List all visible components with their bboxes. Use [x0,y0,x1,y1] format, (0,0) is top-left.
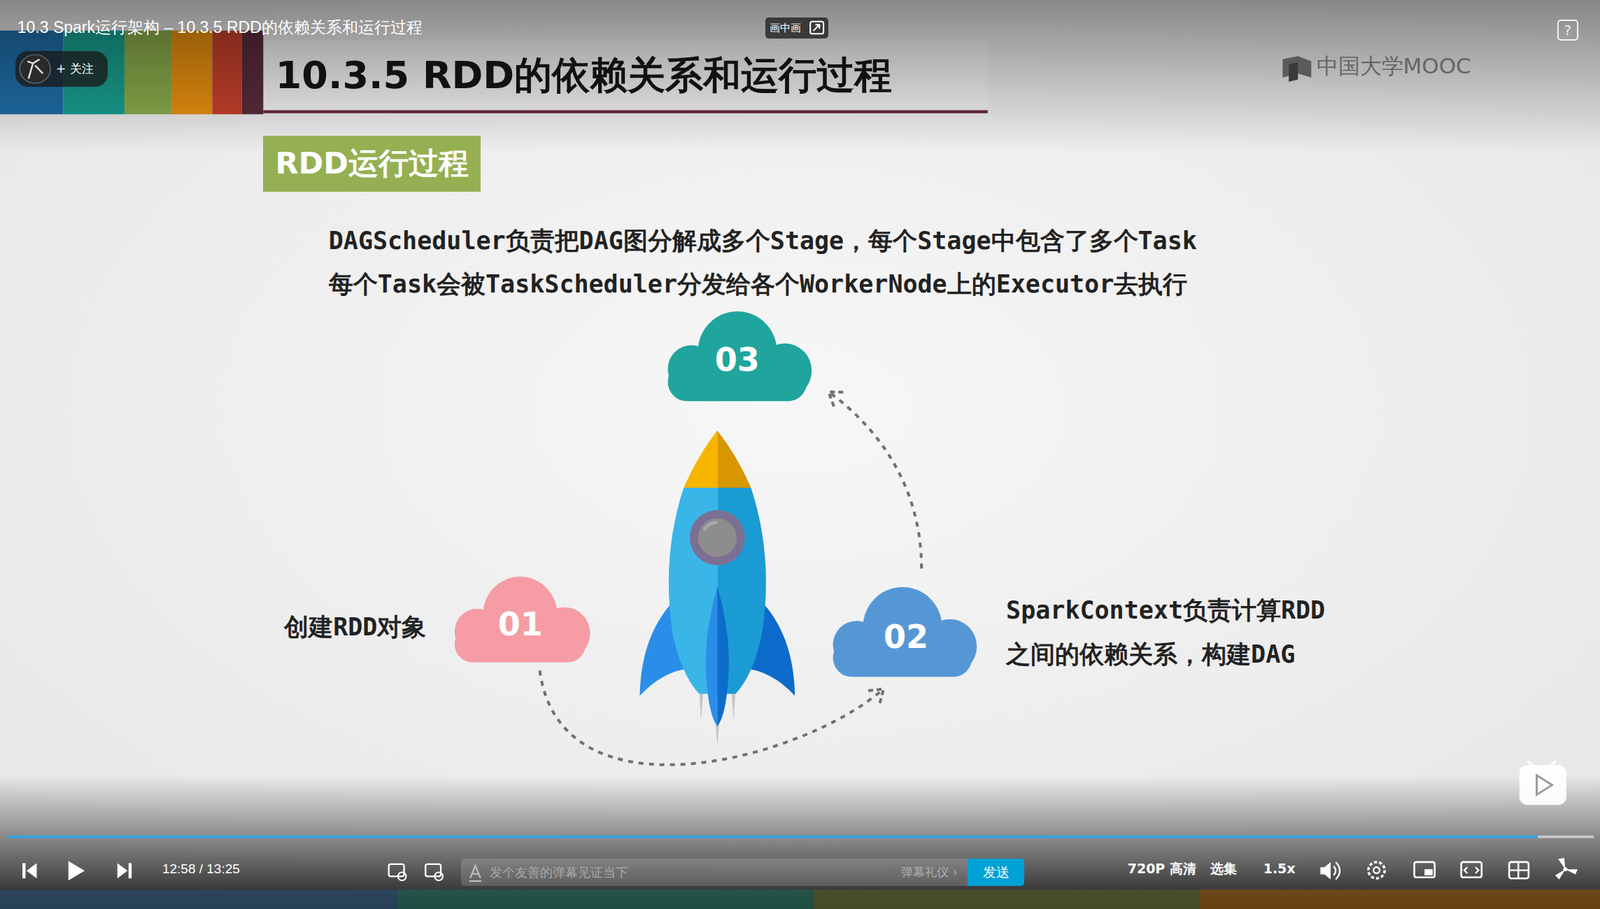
step-description: 每个Task会被TaskScheduler分发给各个WorkerNode上的Ex… [328,269,1188,299]
node-text: 画中画 [769,21,802,35]
arrow-head [828,391,844,407]
episode-button: 选集 [1210,860,1237,877]
dashed-connector [828,391,922,569]
send-button: 发送 [967,858,1025,886]
node-text: RDD运行过程 [274,145,469,182]
speed-button: 1.5x [1263,860,1296,877]
step-description: SparkContext负责计算RDD 之间的依赖关系，构建DAG [1006,588,1335,677]
danmaku-bubble-icon [1519,761,1567,806]
step-number: 02 [883,617,929,657]
slide-title: 10.3.5 RDD的依赖关系和运行过程 [275,53,892,99]
node-text: 发个友善的弹幕见证当下 [489,864,629,881]
follow-button: + 关注 [15,51,108,87]
pip-button: 画中画 [765,17,829,40]
avatar-circle [19,54,51,84]
pip-icon-arrow [812,24,820,31]
dashed-connector [540,670,884,765]
step-number: 01 [498,605,543,644]
section-tag: RDD运行过程 [263,135,481,192]
node-text: + 关注 [55,61,94,76]
node-text: 发送 [982,864,1010,881]
node-text: 弹幕礼仪 › [901,864,958,879]
video-title: 10.3 Spark运行架构 – 10.3.5 RDD的依赖关系和运行过程 [17,18,423,38]
step-cloud: 03DAGScheduler负责把DAG图分解成多个Stage，每个Stage中… [658,311,817,401]
avatar-figure [27,59,43,80]
step-description: 创建RDD对象 [284,612,427,642]
quality-button: 720P 高清 [1127,860,1197,877]
font-icon-glyph [469,865,483,881]
step-cloud: 02SparkContext负责计算RDD 之间的依赖关系，构建DAG [823,586,982,677]
rocket-illustration [640,430,796,747]
time-display: 12:58 / 13:25 [162,861,240,878]
step-cloud: 01创建RDD对象 [445,576,595,663]
logo-text: 中国大学MOOC [1316,53,1472,80]
step-number: 03 [714,340,760,380]
help-icon: ? [1557,19,1579,41]
danmaku-input: 发个友善的弹幕见证当下 弹幕礼仪 › [461,858,967,886]
arrow-head [868,689,884,704]
step-description: DAGScheduler负责把DAG图分解成多个Stage，每个Stage中包含… [328,225,1198,256]
pip-icon-frame [810,21,824,35]
